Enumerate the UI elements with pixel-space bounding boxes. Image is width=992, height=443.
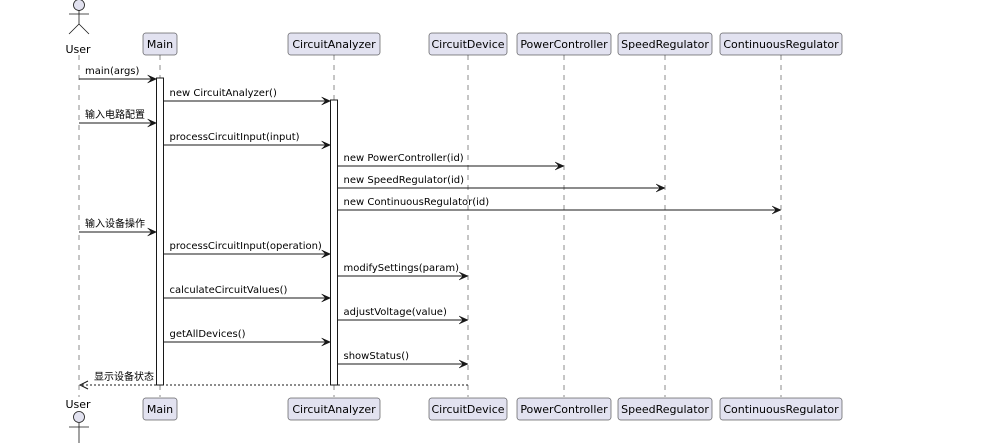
message-label: processCircuitInput(input) xyxy=(170,132,300,143)
message-3: processCircuitInput(input) xyxy=(163,132,332,150)
participant-box xyxy=(719,32,843,56)
message-11: adjustVoltage(value) xyxy=(337,307,469,325)
activation-main xyxy=(156,77,164,386)
participant-box xyxy=(142,397,178,421)
participant-label: CircuitDevice xyxy=(431,38,504,51)
participant-analyzer-bottom: CircuitAnalyzer xyxy=(287,397,381,421)
arrowhead-icon xyxy=(458,359,469,369)
message-label: showStatus() xyxy=(344,351,410,362)
message-label: calculateCircuitValues() xyxy=(170,285,288,296)
arrowhead-icon xyxy=(321,140,332,150)
message-13: showStatus() xyxy=(337,351,469,369)
message-label: new SpeedRegulator(id) xyxy=(344,175,465,186)
message-14: 显示设备状态 xyxy=(78,370,468,390)
participant-speed-bottom: SpeedRegulator xyxy=(617,397,713,421)
participant-label: Main xyxy=(147,38,173,51)
message-7: 输入设备操作 xyxy=(79,217,158,237)
participant-label: SpeedRegulator xyxy=(621,403,709,416)
message-12: getAllDevices() xyxy=(163,329,332,347)
participant-box xyxy=(719,397,843,421)
message-2: 输入电路配置 xyxy=(79,108,158,128)
message-label: adjustVoltage(value) xyxy=(344,307,447,318)
participant-main-top: Main xyxy=(142,32,178,56)
message-label: new ContinuousRegulator(id) xyxy=(344,197,490,208)
participant-speed-top: SpeedRegulator xyxy=(617,32,713,56)
participant-box xyxy=(287,397,381,421)
arrowhead-icon xyxy=(771,205,782,215)
message-9: modifySettings(param) xyxy=(337,263,469,281)
participant-label: User xyxy=(65,43,91,56)
participant-label: Main xyxy=(147,403,173,416)
arrowhead-icon xyxy=(321,293,332,303)
message-label: 输入电路配置 xyxy=(85,108,145,121)
participant-device-top: CircuitDevice xyxy=(428,32,508,56)
arrowhead-icon xyxy=(147,74,158,84)
arrowhead-icon xyxy=(321,337,332,347)
participant-user-top: User xyxy=(65,0,91,56)
arrowhead-icon xyxy=(321,96,332,106)
participant-box xyxy=(287,32,381,56)
actor-leg-right xyxy=(78,23,90,35)
message-1: new CircuitAnalyzer() xyxy=(163,88,332,106)
participant-main-bottom: Main xyxy=(142,397,178,421)
actor-leg-left xyxy=(68,23,80,35)
participant-label: CircuitAnalyzer xyxy=(292,403,376,416)
message-0: main(args) xyxy=(79,66,158,84)
participant-box xyxy=(428,32,508,56)
arrowhead-icon xyxy=(655,183,666,193)
participant-continuous-bottom: ContinuousRegulator xyxy=(719,397,843,421)
message-10: calculateCircuitValues() xyxy=(163,285,332,303)
participant-box xyxy=(617,397,713,421)
message-label: processCircuitInput(operation) xyxy=(170,241,322,252)
message-6: new ContinuousRegulator(id) xyxy=(337,197,782,215)
participant-analyzer-top: CircuitAnalyzer xyxy=(287,32,381,56)
message-label: new CircuitAnalyzer() xyxy=(170,88,277,99)
message-8: processCircuitInput(operation) xyxy=(163,241,332,259)
message-5: new SpeedRegulator(id) xyxy=(337,175,666,193)
arrowhead-icon xyxy=(458,315,469,325)
arrowhead-icon xyxy=(554,161,565,171)
participant-box xyxy=(516,32,612,56)
participant-power-bottom: PowerController xyxy=(516,397,612,421)
message-label: getAllDevices() xyxy=(170,329,246,340)
message-label: main(args) xyxy=(85,66,140,77)
arrowhead-icon xyxy=(78,380,89,390)
message-label: 显示设备状态 xyxy=(94,370,154,383)
actor-icon xyxy=(73,411,85,423)
participant-label: CircuitDevice xyxy=(431,403,504,416)
arrowhead-icon xyxy=(147,118,158,128)
participant-continuous-top: ContinuousRegulator xyxy=(719,32,843,56)
participant-power-top: PowerController xyxy=(516,32,612,56)
participant-user-bottom: User xyxy=(65,398,91,443)
participant-box xyxy=(428,397,508,421)
participant-box xyxy=(142,32,178,56)
activation-analyzer xyxy=(330,99,338,386)
participant-label: CircuitAnalyzer xyxy=(292,38,376,51)
message-4: new PowerController(id) xyxy=(337,153,565,171)
message-label: 输入设备操作 xyxy=(85,217,145,230)
participant-label: PowerController xyxy=(520,403,608,416)
arrowhead-icon xyxy=(458,271,469,281)
participant-label: ContinuousRegulator xyxy=(723,38,839,51)
participant-label: SpeedRegulator xyxy=(621,38,709,51)
actor-icon xyxy=(73,0,85,11)
message-label: modifySettings(param) xyxy=(344,263,460,274)
message-label: new PowerController(id) xyxy=(344,153,464,164)
arrowhead-icon xyxy=(147,227,158,237)
participant-device-bottom: CircuitDevice xyxy=(428,397,508,421)
participant-label: PowerController xyxy=(520,38,608,51)
participant-label: User xyxy=(65,398,91,411)
participant-box xyxy=(516,397,612,421)
participant-box xyxy=(617,32,713,56)
participant-label: ContinuousRegulator xyxy=(723,403,839,416)
arrowhead-icon xyxy=(321,249,332,259)
